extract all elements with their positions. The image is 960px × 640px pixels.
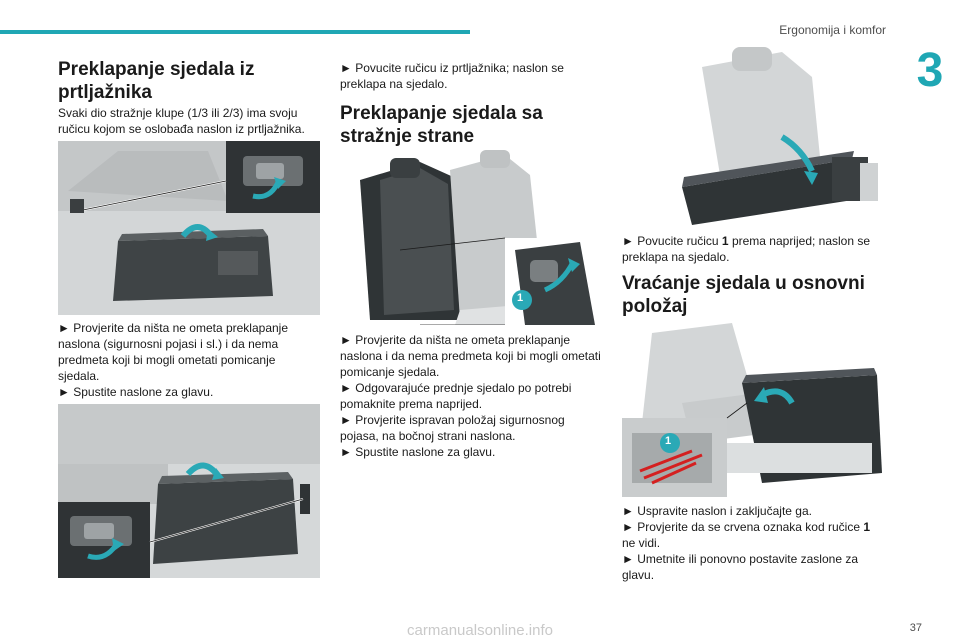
bullet-check-clear-rear: ► Provjerite da ništa ne ometa preklapan… (340, 333, 601, 379)
watermark: carmanualsonline.info (407, 622, 553, 639)
bullet-check-clear: ► Provjerite da ništa ne ometa preklapan… (58, 321, 289, 383)
intro-paragraph: Svaki dio stražnje klupe (1/3 ili 2/3) i… (58, 106, 305, 136)
bullet-raise-lock: ► Uspravite naslon i zaključajte ga. (622, 504, 812, 518)
bullet-lower-headrests: ► Spustite naslone za glavu. (58, 385, 214, 399)
boot-interior-illustration (58, 141, 320, 315)
figure-fold-boot (58, 404, 320, 578)
red-mark-suffix: ne vidi. (622, 536, 661, 550)
figure-rear-fold: 1 (340, 150, 602, 325)
bullet-move-front-seat: ► Odgovarajuće prednje sjedalo po potreb… (340, 381, 572, 411)
bullet-lower-headrests-rear: ► Spustite naslone za glavu. (340, 445, 496, 459)
bullet-pull-prefix: ► Povucite ručicu (622, 234, 722, 248)
bullets-return: ► Uspravite naslon i zaključajte ga. ► P… (622, 503, 884, 583)
return-seat-illustration (622, 323, 884, 497)
bullet-pull-lever: ► Povucite ručicu iz prtljažnika; naslon… (340, 61, 564, 91)
bullets-rear: ► Provjerite da ništa ne ometa preklapan… (340, 332, 602, 460)
bullet-check-seatbelt: ► Provjerite ispravan položaj sigurnosno… (340, 413, 565, 443)
bullet-red-mark: ► Provjerite da se crvena oznaka kod ruč… (622, 519, 884, 551)
bullet-pull-suffix: prema naprijed; naslon se preklapa na sj… (622, 234, 871, 264)
bullets-prepare: ► Provjerite da ništa ne ometa preklapan… (58, 320, 320, 400)
chapter-number: 3 (916, 44, 944, 97)
seat-fold-illustration (58, 404, 320, 578)
red-mark-lever-number: 1 (863, 520, 871, 534)
callout-1-return: 1 (665, 435, 672, 447)
red-mark-prefix: ► Provjerite da se crvena oznaka kod ruč… (622, 520, 864, 534)
lever-number: 1 (721, 234, 729, 248)
bullet-pull-lever-1: ► Povucite ručicu 1 prema naprijed; nasl… (622, 233, 884, 265)
heading-fold-from-rear: Preklapanje sjedala sa stražnje strane (340, 103, 543, 147)
section-title: Ergonomija i komfor (779, 23, 886, 37)
rear-seat-illustration (340, 150, 602, 325)
figure-boot-lever (58, 141, 320, 315)
header-accent-bar (0, 30, 470, 34)
seat-pulled-illustration (662, 47, 884, 225)
bullet-reinstall-headrests: ► Umetnite ili ponovno postavite zaslone… (622, 552, 859, 582)
heading-return-seat: Vraćanje sjedala u osnovni položaj (622, 273, 865, 317)
heading-fold-from-boot: Preklapanje sjedala iz prtljažnika (58, 59, 255, 103)
chapter-tab: 3 (900, 40, 960, 102)
callout-1: 1 (517, 292, 524, 304)
figure-pull-forward (662, 47, 884, 225)
page-number: 37 (909, 622, 922, 634)
figure-return: 1 (622, 323, 884, 497)
